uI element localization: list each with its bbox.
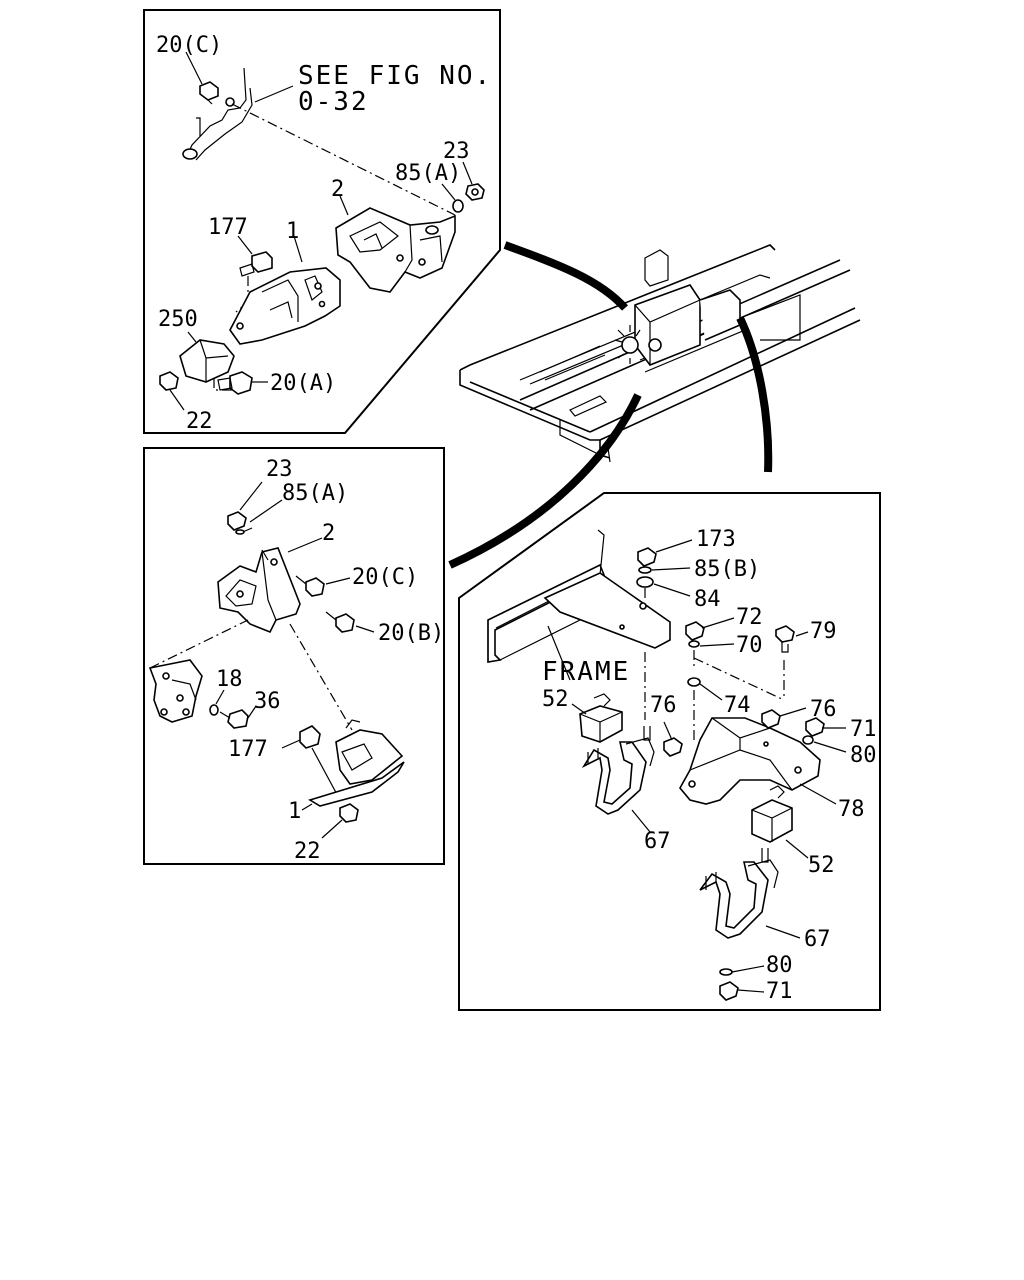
panel-right [458,492,881,1011]
ref-85a: 85(A) [395,161,461,186]
ref-71-a: 71 [850,717,877,742]
ref-80-b: 80 [766,953,793,978]
mount-1 [229,267,341,345]
washer-85a [452,199,464,213]
ref-20c: 20(C) [156,33,222,58]
ref-85a-b: 85(A) [282,481,348,506]
frame-side-piece [182,67,253,161]
ref-2: 2 [331,177,344,202]
washer-74 [687,677,701,687]
ref-23: 23 [443,139,470,164]
bolt-36 [219,709,249,729]
bracket-67-a [581,726,655,815]
nut-71-a [805,717,825,737]
arc-to-right-panel [736,316,773,473]
bolt-20c [199,81,219,105]
ref-74: 74 [724,693,751,718]
bolt-20c-b [295,575,325,597]
bracket-2-b [217,547,301,634]
ref-52-a: 52 [542,687,569,712]
ref-80-a: 80 [850,743,877,768]
washer-85a-b [235,529,245,535]
ref-71-b: 71 [766,979,793,1004]
ref-2-b: 2 [322,521,335,546]
nut-22-b [339,803,359,823]
bolt-177 [239,251,273,277]
panel-top-left [143,9,501,434]
washer-84 [636,576,654,588]
ref-76-a: 76 [650,693,677,718]
nut-23-b [227,511,247,531]
mount-52-a [579,693,623,743]
ref-67-a: 67 [644,829,671,854]
ref-76-b: 76 [810,697,837,722]
bracket-67-b [699,848,779,939]
bolt-20a [217,371,253,395]
mount-52-b [751,785,793,843]
arc-to-top-left-panel [503,241,628,311]
bolt-76-b [761,709,781,729]
ref-22: 22 [186,409,213,434]
ref-173: 173 [696,527,736,552]
ref-36: 36 [254,689,281,714]
ref-79: 79 [810,619,837,644]
nut-22 [159,371,179,391]
ref-18: 18 [216,667,243,692]
labels-right: 173 85(B) 84 72 70 79 FRAME 52 76 74 76 … [542,527,877,1004]
callout-arcs [448,241,773,569]
ref-20a: 20(A) [270,371,336,396]
frame-label: FRAME [542,657,630,687]
washer-85b [638,566,652,574]
washer-70 [688,640,700,648]
ref-250: 250 [158,307,198,332]
ref-23-b: 23 [266,457,293,482]
ref-177-b: 177 [228,737,268,762]
ref-177: 177 [208,215,248,240]
arc-to-mid-left-panel [448,393,642,569]
see-fig-line2: 0-32 [298,87,369,117]
engine-side-bracket [148,659,203,723]
ref-22-b: 22 [294,839,321,864]
ref-1-b: 1 [288,799,301,824]
labels-top-left: 20(C) SEE FIG NO. 0-32 23 85(A) 2 177 1 … [156,33,492,434]
washer-80-a [802,735,814,745]
mount-1-b [308,719,405,807]
bracket-2 [335,207,456,293]
ref-84: 84 [694,587,721,612]
ref-78: 78 [838,797,865,822]
panel-mid-left [143,447,445,865]
bracket-78 [679,717,821,805]
bolt-177-b [299,725,341,801]
chassis-overview [459,244,861,463]
frame-rail [487,529,671,663]
washer-18 [209,704,219,716]
ref-52-b: 52 [808,853,835,878]
ref-20b: 20(B) [378,621,444,646]
ref-1: 1 [286,219,299,244]
see-fig-line1: SEE FIG NO. [298,61,492,91]
ref-20c-b: 20(C) [352,565,418,590]
nut-72 [685,621,705,641]
ref-70: 70 [736,633,763,658]
nut-71-b [719,981,739,1001]
ref-72: 72 [736,605,763,630]
nut-173 [637,547,657,567]
labels-mid-left: 23 85(A) 2 20(C) 20(B) 18 36 177 1 22 [216,457,444,864]
washer-80-b [719,968,733,976]
nut-23 [465,183,485,201]
mount-250 [179,339,235,383]
bolt-20b [325,611,355,633]
ref-67-b: 67 [804,927,831,952]
bolt-76-a [663,737,683,757]
ref-85b: 85(B) [694,557,760,582]
bolt-79 [775,625,795,653]
